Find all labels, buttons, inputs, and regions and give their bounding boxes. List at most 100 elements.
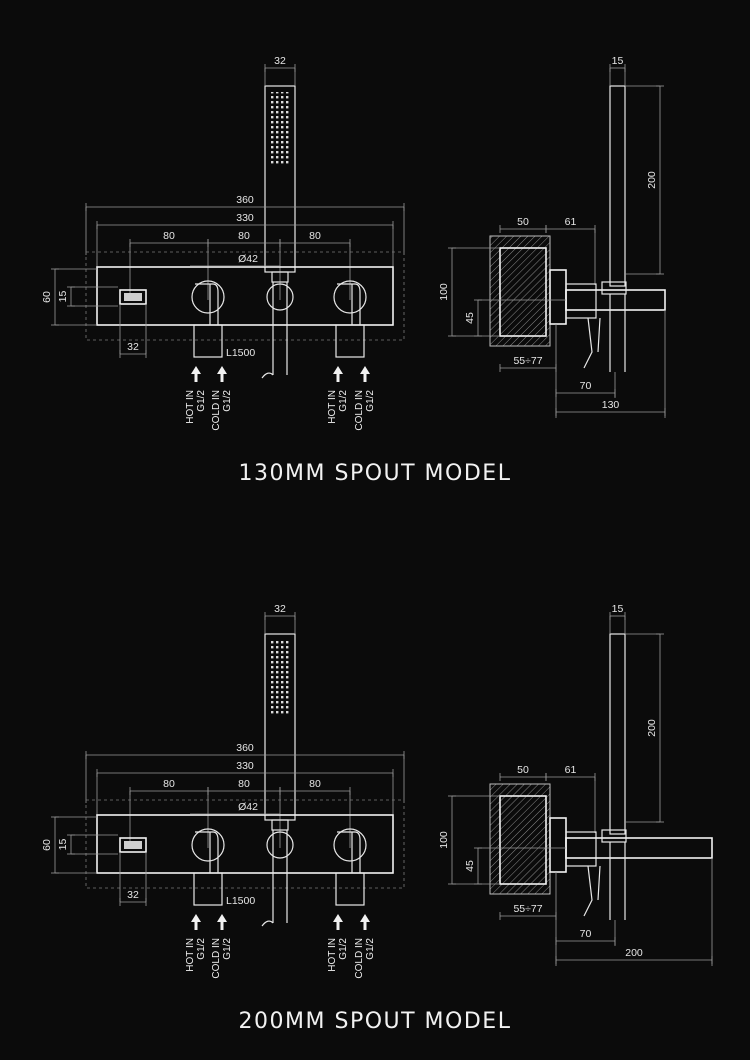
left-mixer-handle	[191, 828, 225, 906]
diverter-button-face	[124, 841, 142, 849]
handle-lever	[195, 831, 219, 873]
hose-break	[261, 920, 274, 927]
handle-lever	[337, 283, 361, 325]
mixer-body	[193, 324, 223, 358]
spout-length-dimension: 200	[625, 947, 643, 959]
wall-hatching	[489, 235, 551, 347]
slide-rail-rod	[609, 633, 626, 835]
spacing-dimension: 80	[238, 230, 250, 242]
height-dimension: 60	[41, 839, 53, 851]
shower-nozzle-grid	[269, 92, 291, 166]
rod-bracket	[601, 281, 627, 295]
inlet-arrow	[191, 366, 201, 382]
wall-box-outline	[85, 799, 405, 889]
side-cover-plate	[549, 269, 567, 325]
height-dimension: 60	[41, 291, 53, 303]
hose-connector	[261, 271, 294, 379]
inlet-arrow	[360, 366, 370, 382]
inner-height-dimension: 15	[57, 291, 69, 303]
inlet-label: HOT IN	[185, 938, 196, 972]
offset-dimension: 61	[565, 216, 577, 228]
diverter-button	[119, 837, 147, 853]
slide-rail-rod	[609, 85, 626, 287]
bath-spout	[565, 289, 666, 311]
shower-nozzle-grid	[269, 640, 291, 714]
handset-width-dimension: 32	[274, 55, 286, 67]
inlet-label: HOT IN	[327, 390, 338, 424]
side-lever	[583, 865, 601, 917]
right-mixer-handle	[333, 828, 367, 906]
spacing-dimension: 80	[309, 778, 321, 790]
inlet-thread-label: G1/2	[338, 390, 349, 412]
inlet-label: HOT IN	[327, 938, 338, 972]
rod-width-dimension: 15	[612, 55, 624, 67]
model-title: 200MM SPOUT MODEL	[239, 1009, 512, 1034]
model-title: 130MM SPOUT MODEL	[239, 461, 512, 486]
overall-width-dimension: 360	[236, 194, 254, 206]
wall-box-outline	[85, 251, 405, 341]
handset-width-dimension: 32	[274, 603, 286, 615]
overall-width-dimension: 360	[236, 742, 254, 754]
handle-rosette	[191, 280, 225, 314]
inner-height-dimension: 15	[57, 839, 69, 851]
inlet-arrow	[360, 914, 370, 930]
cover-plate	[96, 814, 394, 874]
lower-height-dimension: 45	[464, 312, 476, 324]
cover-plate	[96, 266, 394, 326]
mid-depth-dimension: 70	[580, 380, 592, 392]
body-depth-dimension: 50	[517, 764, 529, 776]
spacing-dimension: 80	[238, 778, 250, 790]
mixer-body	[335, 872, 365, 906]
hose-outlet	[266, 831, 294, 859]
plate-width-dimension: 330	[236, 760, 254, 772]
bath-spout	[565, 837, 713, 859]
body-depth-dimension: 50	[517, 216, 529, 228]
inlet-label: COLD IN	[211, 390, 222, 431]
inlet-thread-label: G1/2	[196, 390, 207, 412]
inlet-thread-label: G1/2	[222, 390, 233, 412]
spout-length-dimension: 130	[602, 399, 620, 411]
button-width-dimension: 32	[127, 889, 139, 901]
inlet-label: COLD IN	[354, 390, 365, 431]
diverter-button-face	[124, 293, 142, 301]
button-width-dimension: 32	[127, 341, 139, 353]
wall-hatching	[489, 783, 551, 895]
handle-lever	[195, 283, 219, 325]
offset-dimension: 61	[565, 764, 577, 776]
concealed-valve-body	[499, 795, 547, 885]
hose-length-label: L1500	[226, 347, 255, 359]
inlet-thread-label: G1/2	[222, 938, 233, 960]
hose-diameter-label: Ø42	[238, 801, 258, 813]
inlet-thread-label: G1/2	[196, 938, 207, 960]
lower-height-dimension: 45	[464, 860, 476, 872]
inlet-label: COLD IN	[211, 938, 222, 979]
mixer-body	[335, 324, 365, 358]
inlet-label: COLD IN	[354, 938, 365, 979]
concealed-valve-body	[499, 247, 547, 337]
right-mixer-handle	[333, 280, 367, 358]
plate-width-dimension: 330	[236, 212, 254, 224]
wall-range-dimension: 55÷77	[513, 903, 542, 915]
inlet-arrow	[191, 914, 201, 930]
handle-rosette	[333, 280, 367, 314]
handle-lever	[337, 831, 361, 873]
rod-height-dimension: 200	[646, 171, 658, 189]
side-cover-plate	[549, 817, 567, 873]
diverter-button	[119, 289, 147, 305]
side-height-dimension: 100	[438, 831, 450, 849]
handle-rosette	[333, 828, 367, 862]
rod-width-dimension: 15	[612, 603, 624, 615]
side-lever	[583, 317, 601, 369]
inlet-arrow	[333, 366, 343, 382]
inlet-arrow	[217, 366, 227, 382]
hose-nut	[271, 819, 289, 831]
spout-hub	[565, 831, 597, 867]
inlet-arrow	[333, 914, 343, 930]
